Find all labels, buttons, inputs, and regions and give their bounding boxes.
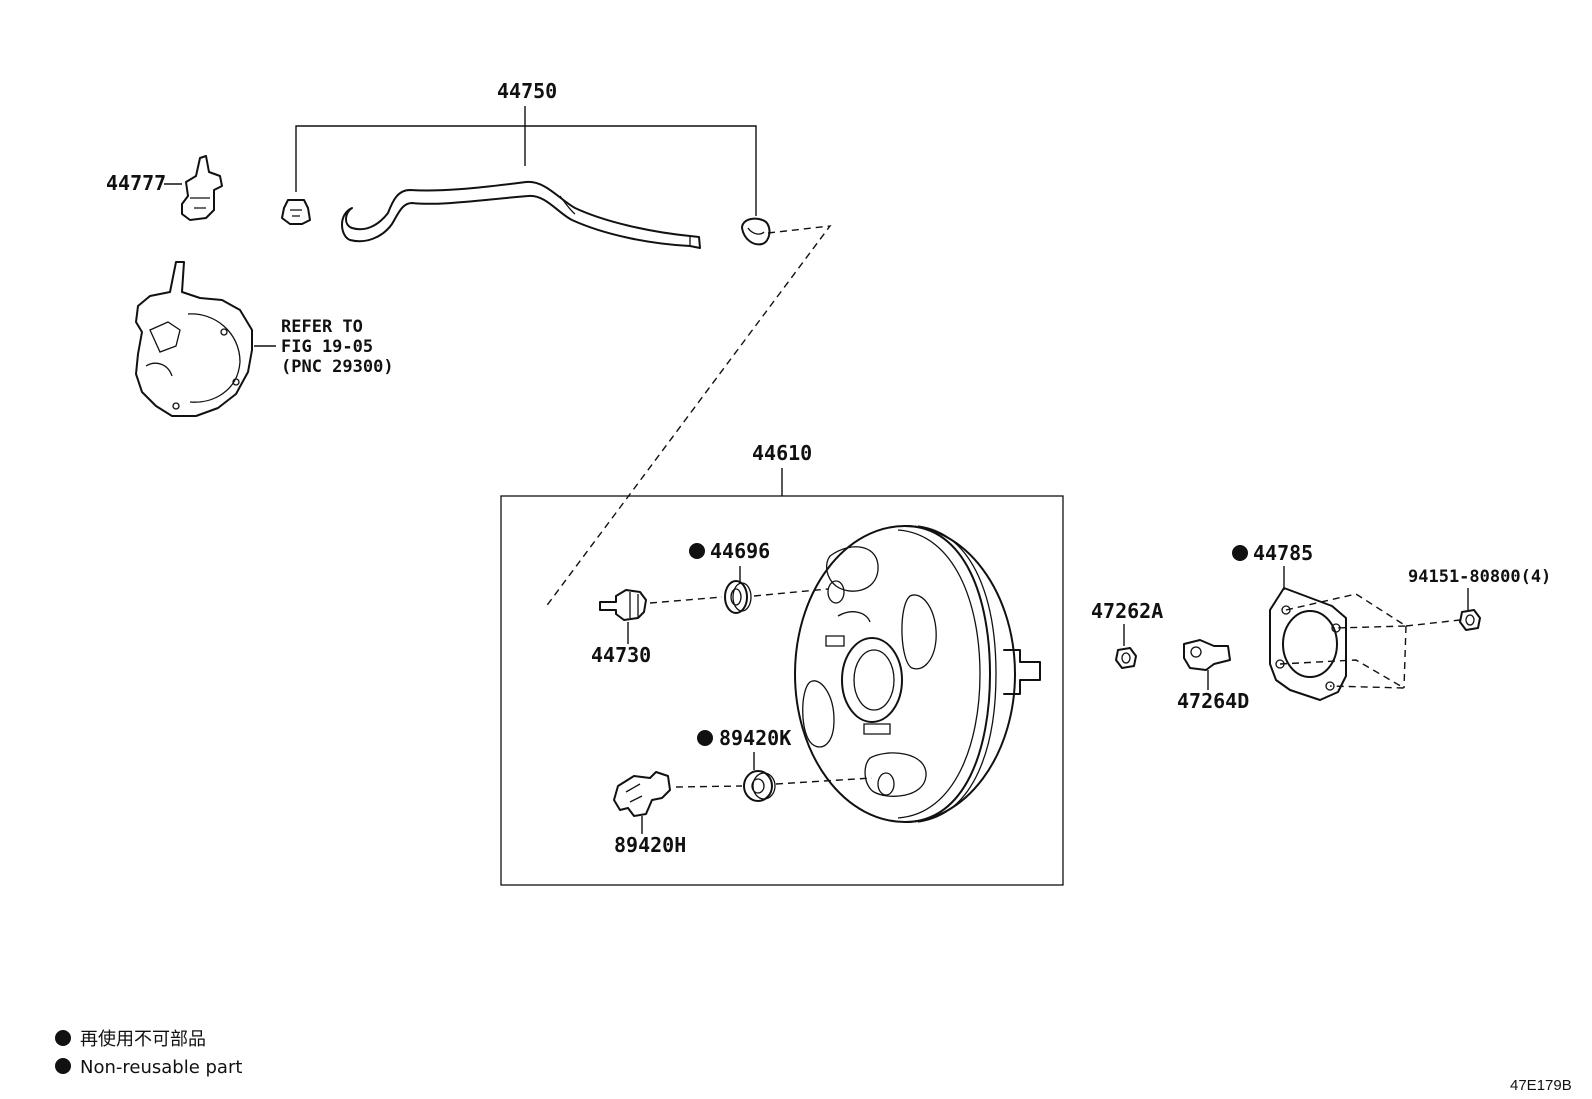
callout-refer-fig[interactable]: REFER TO FIG 19-05 (PNC 29300) xyxy=(254,317,394,377)
booster-assembly-frame xyxy=(500,495,1064,886)
nut-94151-80800[interactable] xyxy=(1459,609,1481,631)
vacuum-pump[interactable] xyxy=(135,261,253,417)
callout-44750[interactable]: 44750 xyxy=(295,79,757,216)
grommet-to-booster-lower-dashed xyxy=(775,777,873,785)
label-44730: 44730 xyxy=(591,643,651,667)
legend-text-en: Non-reusable part xyxy=(80,1057,242,1078)
hose-to-fitting-dashed-link xyxy=(544,225,832,609)
grommet-to-booster-dashed xyxy=(753,588,829,597)
legend: 再使用不可部品 Non-reusable part xyxy=(55,1029,242,1078)
non-reusable-marker-44696 xyxy=(689,543,705,559)
callout-44730[interactable]: 44730 xyxy=(591,622,651,667)
check-valve[interactable] xyxy=(181,155,223,221)
nut-47262A[interactable] xyxy=(1115,647,1137,669)
label-44696: 44696 xyxy=(710,539,770,563)
hose-clip-left[interactable] xyxy=(281,199,311,225)
callout-94151[interactable]: 94151-80800(4) xyxy=(1408,567,1551,610)
refer-line-3: (PNC 29300) xyxy=(281,357,394,377)
sensor-to-grommet-dashed xyxy=(675,785,743,788)
label-89420H: 89420H xyxy=(614,833,686,857)
non-reusable-marker-44785 xyxy=(1232,545,1248,561)
label-44777: 44777 xyxy=(106,171,166,195)
callout-89420H[interactable]: 89420H xyxy=(614,816,686,857)
brake-booster[interactable] xyxy=(794,525,1041,823)
callout-44610[interactable]: 44610 xyxy=(752,441,812,496)
gasket-stud-projection-top xyxy=(1285,593,1409,629)
vacuum-sensor-89420H[interactable] xyxy=(613,771,671,817)
hose-clip-right[interactable] xyxy=(741,217,771,246)
union-fitting-44730[interactable] xyxy=(599,589,647,621)
gasket-stud-projection-side xyxy=(1403,625,1407,689)
label-89420K: 89420K xyxy=(719,726,791,750)
non-reusable-marker-89420K xyxy=(697,730,713,746)
legend-text-jp: 再使用不可部品 xyxy=(80,1029,206,1050)
legend-marker-en xyxy=(55,1058,71,1074)
callout-44696[interactable]: 44696 xyxy=(689,539,770,584)
refer-line-2: FIG 19-05 xyxy=(281,337,373,357)
label-44750: 44750 xyxy=(497,79,557,103)
gasket-stud-projection-bottom xyxy=(1279,659,1405,689)
callout-89420K[interactable]: 89420K xyxy=(697,726,791,770)
vacuum-hose[interactable] xyxy=(341,180,701,249)
label-94151-80800: 94151-80800(4) xyxy=(1408,567,1551,587)
legend-marker-jp xyxy=(55,1030,71,1046)
grommet-89420K[interactable] xyxy=(743,770,776,802)
gasket-44785[interactable] xyxy=(1269,587,1347,701)
clevis-47264D[interactable] xyxy=(1183,639,1231,671)
label-47262A: 47262A xyxy=(1091,599,1163,623)
label-44610: 44610 xyxy=(752,441,812,465)
callout-44785[interactable]: 44785 xyxy=(1232,541,1313,590)
callout-47264D[interactable]: 47264D xyxy=(1177,670,1249,713)
callout-44777[interactable]: 44777 xyxy=(106,171,182,195)
fitting-to-grommet-dashed xyxy=(649,596,723,604)
label-44785: 44785 xyxy=(1253,541,1313,565)
refer-line-1: REFER TO xyxy=(281,317,363,337)
gasket-to-nut-dashed xyxy=(1405,619,1461,627)
grommet-44696[interactable] xyxy=(724,580,752,614)
callout-47262A[interactable]: 47262A xyxy=(1091,599,1163,646)
label-47264D: 47264D xyxy=(1177,689,1249,713)
figure-id: 47E179B xyxy=(1510,1077,1572,1094)
leader-bracket-44750 xyxy=(295,125,757,216)
